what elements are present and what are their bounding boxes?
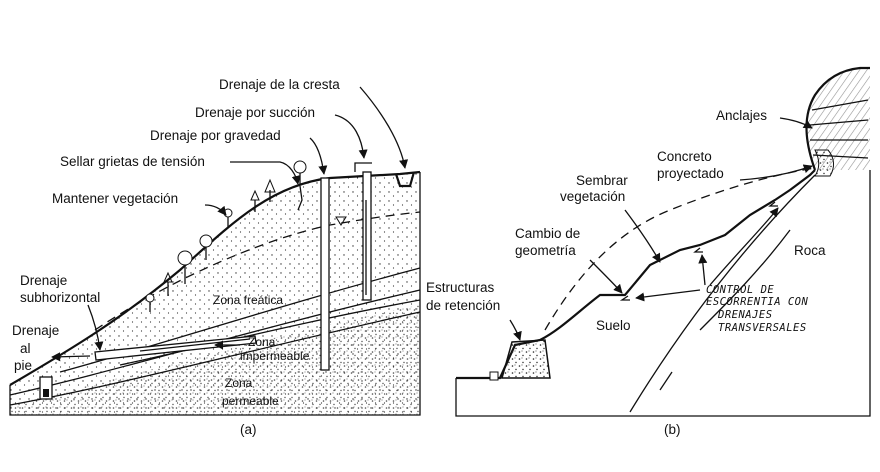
label-impermeable-zone-2: impermeable <box>240 349 310 363</box>
label-geometry-change-2: geometría <box>515 243 576 258</box>
label-shotcrete-2: proyectado <box>657 166 724 181</box>
label-seal-cracks: Sellar grietas de tensión <box>60 154 205 169</box>
panel-a-frame <box>9 172 421 416</box>
vegetation-b-leader <box>624 209 661 263</box>
panel-a-ground-surface <box>9 170 421 386</box>
crest-drain-ditch <box>394 171 416 188</box>
rock-fracture <box>699 229 791 331</box>
panel-b: Anclajes Concreto proyectado Sembrar veg… <box>426 66 871 437</box>
caption-b: (b) <box>664 422 681 437</box>
gravity-drain-well <box>320 177 330 371</box>
label-permeable-zone-2: permeable <box>222 394 279 408</box>
rock-fracture-2 <box>659 371 673 391</box>
suction-drain-well <box>362 171 372 301</box>
toe-drain-leader <box>51 352 91 362</box>
label-geometry-change-1: Cambio de <box>515 226 580 241</box>
runoff-leader-2 <box>698 254 708 286</box>
label-gravity-drain: Drenaje por gravedad <box>150 128 281 143</box>
label-runoff-2: ESCORRENTIA CON <box>706 296 809 308</box>
gravity-drain-leader <box>309 137 328 175</box>
label-retaining-1: Estructuras <box>426 280 495 295</box>
runoff-leader-1 <box>635 289 701 302</box>
anchors-leader <box>779 117 813 129</box>
impermeable-band <box>119 299 421 366</box>
subhorizontal-drain-inner <box>139 338 251 352</box>
runoff-leader-3 <box>709 207 779 286</box>
retaining-leader <box>509 319 522 341</box>
label-suction-drain: Drenaje por succión <box>195 105 315 120</box>
label-rock: Roca <box>794 243 826 258</box>
label-toe-drain-1: Drenaje <box>12 323 59 338</box>
label-sow-vegetation-1: Sembrar <box>576 173 628 188</box>
label-phreatic-zone: Zona freática <box>213 293 283 307</box>
vegetation <box>145 160 307 312</box>
impermeable-layer-bottom <box>9 311 421 406</box>
transverse-drains <box>619 201 778 301</box>
suction-drain-leader <box>334 114 368 159</box>
label-subhorizontal-drain-2: subhorizontal <box>20 290 100 305</box>
label-shotcrete-1: Concreto <box>657 149 712 164</box>
caption-a: (a) <box>240 422 257 437</box>
label-runoff-4: TRANSVERSALES <box>718 322 807 334</box>
label-permeable-zone-1: Zona <box>225 376 253 390</box>
seal-cracks-leader <box>230 161 301 185</box>
label-retaining-2: de retención <box>426 298 500 313</box>
label-impermeable-zone-1: Zona <box>248 335 276 349</box>
panel-b-frame <box>455 170 871 417</box>
rock-hatch <box>806 68 870 170</box>
rock-soil-boundary <box>629 174 816 413</box>
label-runoff-1: CONTROL DE <box>706 284 774 296</box>
vegetation-leader <box>204 204 227 216</box>
label-soil: Suelo <box>596 318 631 333</box>
geometry-leader <box>589 259 623 294</box>
suction-pump <box>354 162 372 172</box>
label-runoff-3: DRENAJES <box>717 309 773 321</box>
water-table-symbol <box>335 216 347 226</box>
shotcrete-leader <box>739 164 813 181</box>
retaining-structure <box>501 339 551 379</box>
label-anchors: Anclajes <box>716 108 767 123</box>
tension-crack <box>297 185 303 211</box>
subhorizontal-leader <box>87 304 104 351</box>
label-toe-drain-2: al <box>20 341 31 356</box>
label-crest-drain: Drenaje de la cresta <box>219 77 340 92</box>
label-keep-vegetation: Mantener vegetación <box>52 191 178 206</box>
label-toe-drain-3: pie <box>14 358 32 373</box>
shotcrete <box>814 149 834 177</box>
label-subhorizontal-drain-1: Drenaje <box>20 273 67 288</box>
slope-profile <box>456 169 816 380</box>
panel-a: Drenaje de la cresta Drenaje por succión… <box>9 77 421 437</box>
label-sow-vegetation-2: vegetación <box>560 189 625 204</box>
crest-drain-leader <box>359 86 409 169</box>
